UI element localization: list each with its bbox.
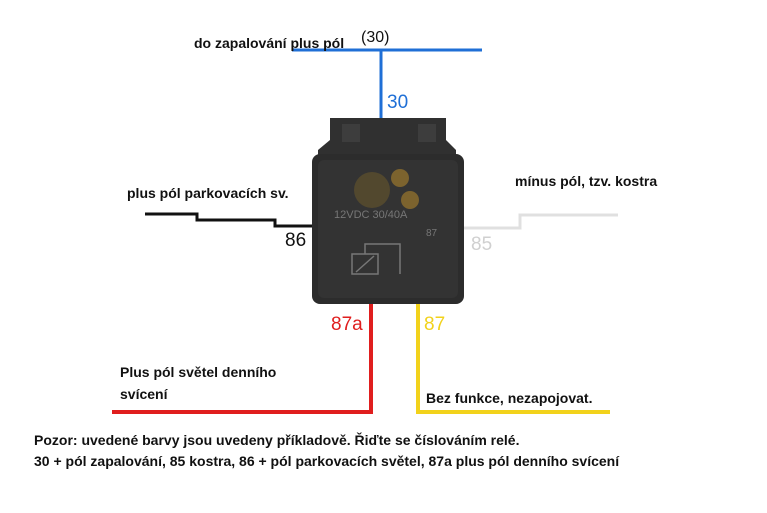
wire-85-white <box>462 213 618 230</box>
wire-87-yellow <box>416 300 610 414</box>
relay-pin87-text: 87 <box>426 228 438 239</box>
label-ground: mínus pól, tzv. kostra <box>515 173 658 189</box>
pin-label-87a: 87a <box>331 314 363 335</box>
relay: 12VDC 30/40A 87 <box>312 118 464 304</box>
label-ignition-number: (30) <box>361 29 390 46</box>
pin-label-85: 85 <box>471 234 493 255</box>
note-line-2: 30 + pól zapalování, 85 kostra, 86 + pól… <box>34 453 620 469</box>
wire-86-black <box>145 212 330 228</box>
label-ignition: do zapalování plus pól <box>194 35 345 51</box>
pin-label-86: 86 <box>285 230 307 251</box>
pin-label-30: 30 <box>387 92 409 113</box>
label-daylight-line1: Plus pól světel denního <box>120 364 277 380</box>
relay-logo <box>354 172 390 208</box>
label-daylight-line2: svícení <box>120 386 168 402</box>
label-parking: plus pól parkovacích sv. <box>127 185 289 201</box>
label-no-function: Bez funkce, nezapojovat. <box>426 390 593 406</box>
wire-87a-red <box>112 300 373 414</box>
pin-label-87: 87 <box>424 314 446 335</box>
relay-rating-text: 12VDC 30/40A <box>334 209 408 221</box>
note-line-1: Pozor: uvedené barvy jsou uvedeny příkla… <box>34 432 520 448</box>
